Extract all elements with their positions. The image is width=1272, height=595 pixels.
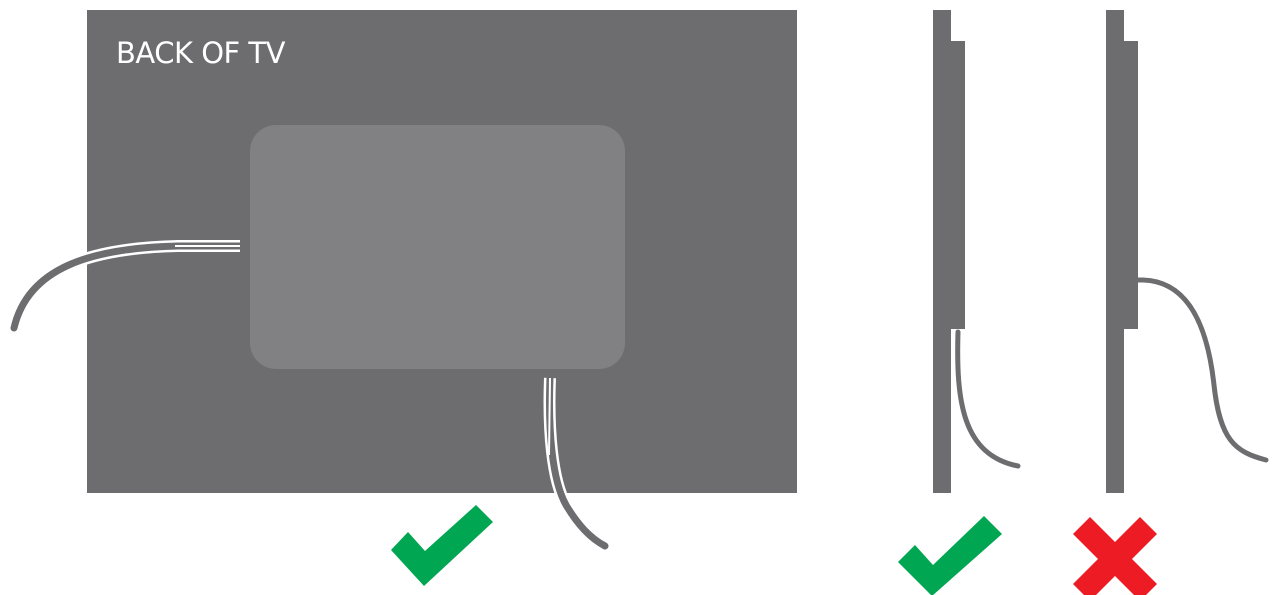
side-view-incorrect: [1073, 10, 1266, 595]
back-view: BACK OF TV: [14, 10, 797, 586]
side-cable-bulging: [1138, 280, 1266, 460]
side-cable-straight: [958, 332, 1018, 466]
side-view-checkmark-icon: [898, 516, 1002, 595]
wall-mount-side: [1124, 41, 1138, 329]
wall-mount-side: [951, 41, 965, 329]
back-view-checkmark-icon: [391, 505, 493, 586]
tv-side-panel: [1106, 10, 1124, 493]
back-of-tv-label: BACK OF TV: [116, 36, 286, 70]
side-view-cross-icon: [1073, 517, 1157, 595]
wall-mount-plate: [250, 125, 625, 369]
side-view-correct: [898, 10, 1018, 595]
tv-side-panel: [933, 10, 951, 493]
